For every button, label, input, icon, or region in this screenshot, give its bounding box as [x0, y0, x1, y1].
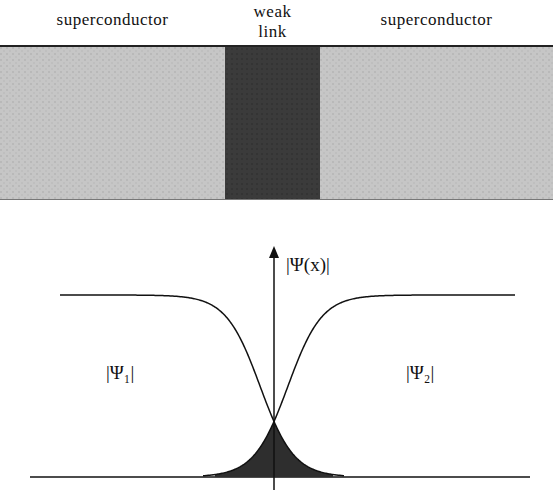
- weak-link-band: weak link: [225, 0, 320, 200]
- psi2-curve: [203, 295, 515, 476]
- band-fill: [320, 45, 553, 200]
- band-label: superconductor: [13, 0, 213, 30]
- axis-label: |Ψ(x)|: [284, 254, 332, 276]
- psi2-label: |Ψ₂|: [404, 362, 436, 384]
- superconductor-band: superconductor: [320, 0, 553, 200]
- psi1-curve: [60, 295, 344, 476]
- y-axis: [273, 256, 275, 490]
- band-label: superconductor: [337, 0, 537, 30]
- superconductor-band: superconductor: [0, 0, 225, 200]
- psi1-label: |Ψ₁|: [104, 362, 136, 384]
- axis-arrowhead: [269, 246, 279, 258]
- band-label: weak link: [242, 0, 304, 42]
- band-fill: [225, 45, 320, 200]
- band-fill: [0, 45, 225, 200]
